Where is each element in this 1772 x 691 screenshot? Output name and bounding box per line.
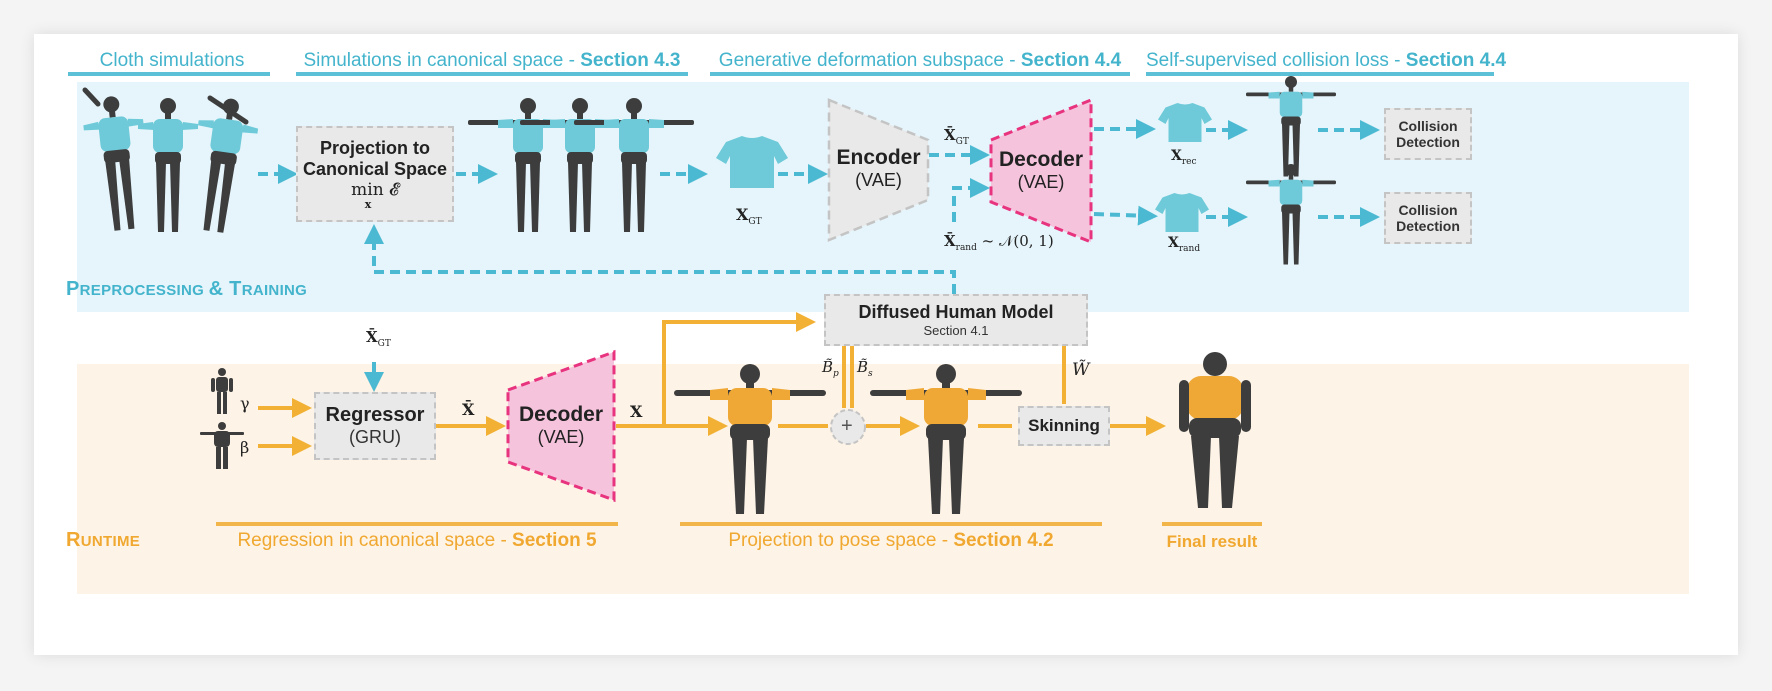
label-x: X (630, 402, 643, 421)
collision-detection-box-top: Collision Detection (1384, 108, 1472, 160)
decoder-block-top (989, 97, 1093, 245)
decoder-top-label: Decoder (VAE) (998, 148, 1084, 192)
sum-node (830, 409, 866, 445)
encoder-block (827, 98, 930, 242)
skinning-box: Skinning (1018, 406, 1110, 446)
collision-detection-box-bottom: Collision Detection (1384, 192, 1472, 244)
label-bp: B̃p (822, 358, 839, 379)
collision-figure-top (1246, 76, 1336, 177)
decoder-bottom-label: Decoder (VAE) (518, 403, 604, 447)
cloth-sim-figures (80, 87, 262, 236)
footer-projection: Projection to pose space - Section 4.2 (728, 530, 1054, 551)
label-xbar-rand: X̄rand ~ 𝒩(0, 1) (944, 232, 1054, 253)
label-x-gt: XGT (736, 205, 762, 228)
label-x-rand: Xrand (1168, 235, 1201, 254)
label-xbar: X̄ (462, 400, 475, 419)
cyan-arrows (258, 119, 1380, 392)
garment-canonical-orange (674, 364, 826, 514)
encoder-label: Encoder (VAE) (836, 146, 921, 190)
label-xbar-gt-runtime: X̄GT (366, 328, 391, 349)
decoder-block-bottom (506, 349, 616, 503)
footer-underline (680, 522, 1102, 526)
header-canonical-simulations: Simulations in canonical space - Section… (303, 50, 681, 71)
beta-body (200, 422, 244, 469)
stage-label-preprocessing: PREPROCESSING & TRAINING (66, 278, 308, 300)
footer-underline (1162, 522, 1262, 526)
label-gamma: γ (240, 394, 250, 413)
projection-box: Projection to Canonical Space min 𝓔 x (296, 126, 454, 222)
header-collision-loss: Self-supervised collision loss - Section… (1146, 50, 1507, 71)
header-underline (1146, 72, 1494, 76)
label-x-rec: Xrec (1171, 148, 1197, 167)
label-bs: B̃s (857, 358, 873, 379)
header-cloth-simulations: Cloth simulations (99, 50, 245, 71)
header-generative-subspace: Generative deformation subspace - Sectio… (718, 50, 1122, 71)
diffused-human-model-box: Diffused Human Model Section 4.1 (824, 294, 1088, 346)
garment-xgt (716, 136, 788, 188)
regressor-box: Regressor (GRU) (314, 392, 436, 460)
garment-xrec (1158, 103, 1212, 142)
label-plus: + (841, 415, 853, 437)
stage-label-runtime: RUNTIME (66, 529, 141, 551)
header-underline (296, 72, 688, 76)
collision-figure-bottom (1246, 164, 1336, 265)
garment-xrand (1155, 193, 1209, 232)
footer-regression: Regression in canonical space - Section … (237, 530, 597, 551)
label-beta: β (240, 438, 250, 457)
final-result-figure (1179, 352, 1251, 508)
orange-arrows (258, 312, 1166, 456)
label-xbar-gt: X̄GT (944, 126, 969, 147)
label-w: W̃ (1072, 360, 1090, 380)
footer-underline (216, 522, 618, 526)
header-underline (710, 72, 1130, 76)
garment-posed-orange (870, 364, 1022, 514)
footer-final-result: Final result (1166, 532, 1258, 551)
canonical-figures (468, 98, 694, 232)
header-underline (68, 72, 270, 76)
gamma-body (211, 368, 233, 414)
